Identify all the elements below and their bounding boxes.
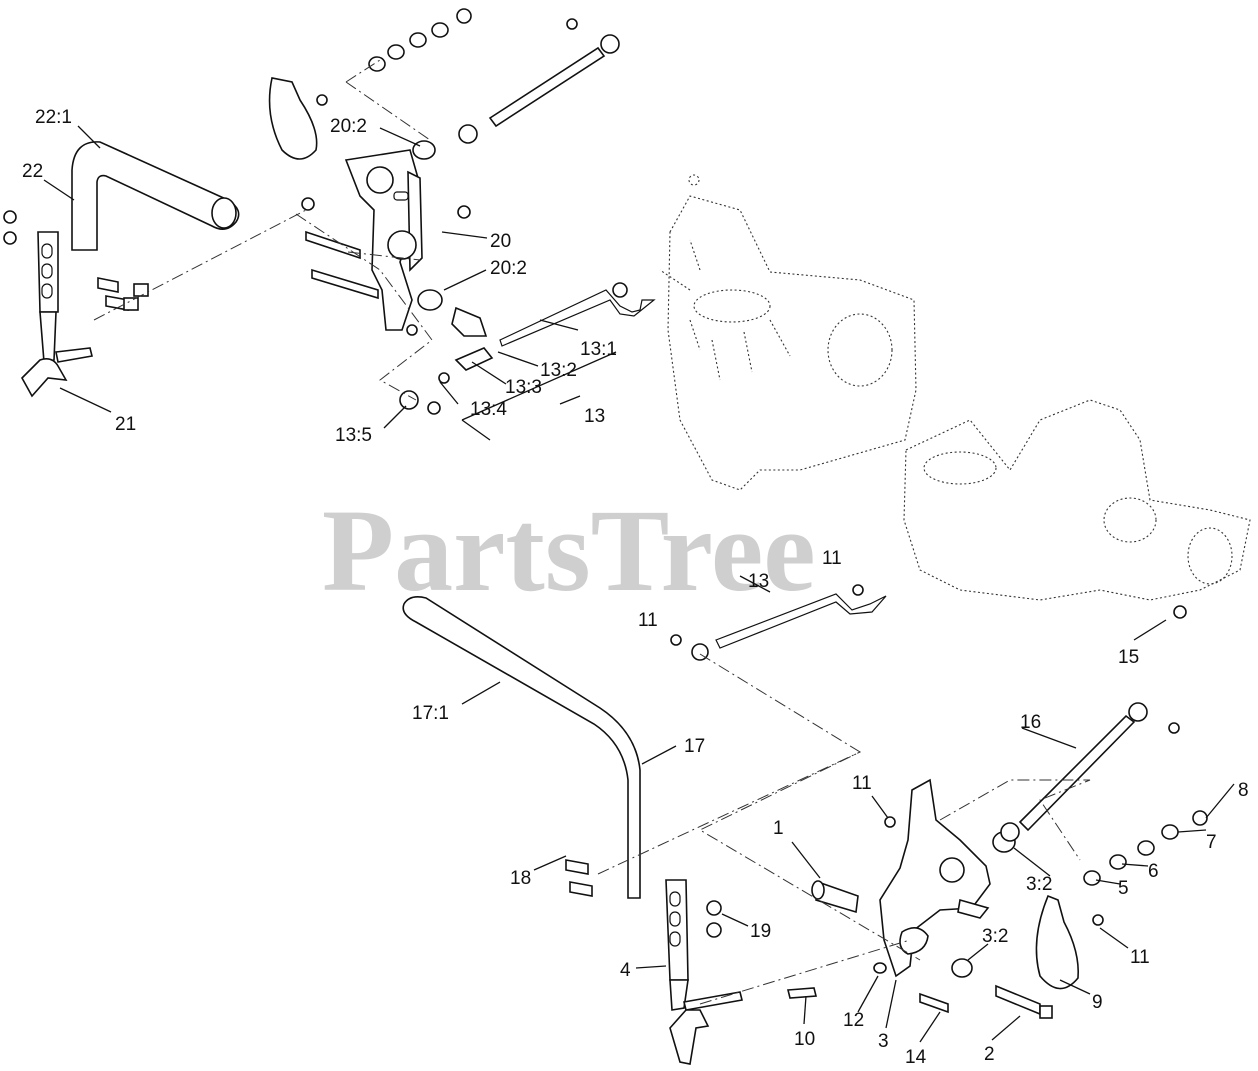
callout-22-1: 22:1 [35,107,72,128]
callout-13-5: 13:5 [335,425,372,446]
callout-13-3: 13:3 [505,377,542,398]
washers-top [368,8,472,72]
callout-13-2: 13:2 [540,360,577,381]
bolts-bottom [786,816,1053,1019]
callout-11-c: 11 [852,773,872,794]
callout-4: 4 [620,960,631,981]
callout-21: 21 [115,414,136,435]
arm-bolts-left [3,210,149,311]
clamp-top [268,77,318,160]
callout-11-d: 11 [1130,947,1150,968]
bolts-18 [565,859,593,897]
bushing-1 [811,880,859,914]
callout-20-2-top: 20:2 [330,116,367,137]
control-handle-left [71,141,240,251]
control-rod-13-middle [670,584,887,661]
callout-17-1: 17:1 [412,703,449,724]
callout-15: 15 [1118,647,1139,668]
tie-rod-top [458,18,620,144]
callout-13-top: 13 [584,406,605,427]
callout-19: 19 [750,921,771,942]
pump-bracket-3 [879,778,991,978]
callout-11-a: 11 [822,548,842,569]
pump-bracket-20 [344,149,423,331]
callout-12: 12 [843,1010,864,1031]
clamp-9 [1035,894,1104,990]
callout-8: 8 [1238,780,1249,801]
tie-rod-16 [1000,702,1180,842]
control-arm-left [21,231,93,398]
callout-18: 18 [510,868,531,889]
callout-11-b: 11 [638,610,658,631]
callout-10: 10 [794,1029,815,1050]
callout-20: 20 [490,231,511,252]
callout-5: 5 [1118,878,1129,899]
guide-lines [93,59,1091,1005]
bolts-bracket [305,230,379,300]
control-rod-13-upper [499,282,656,347]
callout-labels: 22:1 22 20:2 20 20:2 21 13:1 13:2 13:3 1… [22,107,1249,1068]
bushings-3-2 [951,831,1016,978]
callout-2: 2 [984,1044,995,1065]
nuts-19 [706,900,722,938]
washers-bottom [1083,810,1208,886]
leader-lines [43,125,1235,1043]
callout-16: 16 [1020,712,1041,733]
callout-3-2-b: 3:2 [982,926,1008,947]
control-handle-right [402,596,641,899]
watermark-text: PartsTree [322,485,816,616]
callout-22: 22 [22,161,43,182]
transaxle-front [903,399,1251,619]
callout-3-2-a: 3:2 [1026,874,1052,895]
callout-1: 1 [773,818,784,839]
callout-9: 9 [1092,992,1103,1013]
callout-13-4: 13:4 [470,399,507,420]
callout-13-mid: 13 [748,571,769,592]
callout-20-2-bottom: 20:2 [490,258,527,279]
control-arm-right [665,879,743,1065]
bushings-top [301,94,494,415]
callout-7: 7 [1206,832,1217,853]
callout-6: 6 [1148,861,1159,882]
callout-13-1: 13:1 [580,339,617,360]
callout-17: 17 [684,736,705,757]
callout-3: 3 [878,1031,889,1052]
callout-14: 14 [905,1047,927,1068]
transaxle-rear [659,174,917,491]
